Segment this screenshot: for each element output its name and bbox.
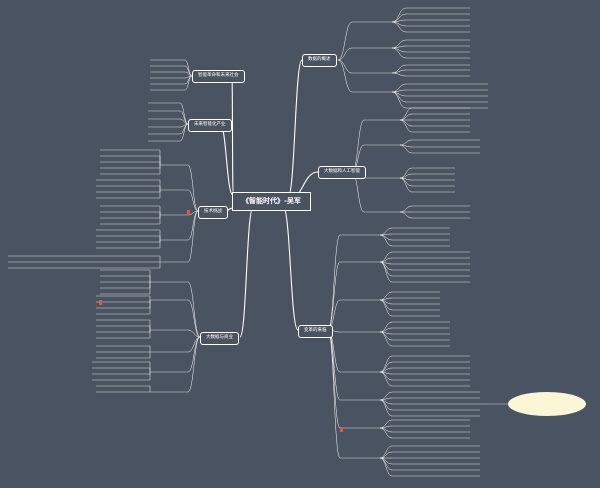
connector-line xyxy=(379,321,393,333)
connector-line xyxy=(184,75,193,91)
connector-line xyxy=(391,21,407,33)
connector-line xyxy=(379,297,393,301)
connector-line xyxy=(379,331,393,347)
flag-marker xyxy=(99,300,102,305)
connector-line xyxy=(391,64,407,74)
connector-line xyxy=(391,72,407,77)
connector-line xyxy=(391,19,407,23)
central-topic[interactable]: 《智能时代》-吴军 xyxy=(232,192,311,211)
connector-line xyxy=(379,425,393,429)
connector-line xyxy=(187,299,201,338)
connector-line xyxy=(379,427,393,439)
connector-line xyxy=(327,261,341,331)
connector-line xyxy=(399,144,413,154)
branch-future-society[interactable]: 智能革命和未来社会 xyxy=(192,70,245,83)
branch-change-coming[interactable]: 变革的来临 xyxy=(298,325,333,338)
connector-line xyxy=(391,45,407,49)
connector-line xyxy=(327,329,341,459)
connector-line xyxy=(287,59,303,198)
branch-future-industry[interactable]: 未来智能化产业 xyxy=(188,119,232,132)
connector-line xyxy=(379,397,393,401)
connector-line xyxy=(379,451,393,459)
connector-line xyxy=(399,211,413,219)
branch-bigdata-business[interactable]: 大数据与商业 xyxy=(200,332,239,345)
connector-line xyxy=(239,207,254,338)
connector-line xyxy=(379,399,393,417)
connector-line xyxy=(337,59,353,93)
connector-line xyxy=(399,205,413,213)
connector-line xyxy=(179,102,189,125)
connector-line xyxy=(379,355,393,373)
connector-line xyxy=(337,47,353,61)
connector-line xyxy=(391,91,407,109)
connector-line xyxy=(399,113,413,121)
connector-line xyxy=(399,119,413,133)
connector-line xyxy=(184,59,193,77)
connector-line xyxy=(379,261,393,283)
connector-line xyxy=(187,329,201,338)
connector-line xyxy=(187,164,199,212)
connector-line xyxy=(282,205,299,331)
note-bubble[interactable] xyxy=(508,392,586,416)
connector-line xyxy=(379,445,393,459)
connector-line xyxy=(399,139,413,146)
branch-tech-challenges[interactable]: 技术挑战 xyxy=(198,206,228,219)
branch-data-overview[interactable]: 数据的概述 xyxy=(302,54,337,67)
connector-line xyxy=(327,329,341,429)
connector-line xyxy=(379,299,393,317)
connector-line xyxy=(187,210,199,263)
connector-line xyxy=(179,123,189,142)
branch-bigdata-ai[interactable]: 大数据和人工智能 xyxy=(318,166,366,179)
connector-line xyxy=(379,457,393,477)
connector-line xyxy=(399,119,413,127)
connector-line xyxy=(337,59,353,74)
connector-line xyxy=(337,21,353,61)
connector-line xyxy=(379,234,393,247)
connector-line xyxy=(187,189,199,212)
connector-line xyxy=(399,167,413,179)
connector-line xyxy=(219,123,234,196)
connector-line xyxy=(231,75,234,193)
connector-line xyxy=(187,210,199,241)
connector-line xyxy=(391,89,407,93)
flag-marker xyxy=(340,427,343,432)
connector-line xyxy=(187,281,201,338)
connector-line xyxy=(379,251,393,263)
connector-line xyxy=(379,371,393,387)
connector-line xyxy=(399,107,413,121)
connector-line xyxy=(391,47,407,59)
connector-line xyxy=(399,177,413,193)
connector-line xyxy=(379,457,393,471)
flag-marker xyxy=(187,210,190,215)
connector-line xyxy=(187,336,201,393)
